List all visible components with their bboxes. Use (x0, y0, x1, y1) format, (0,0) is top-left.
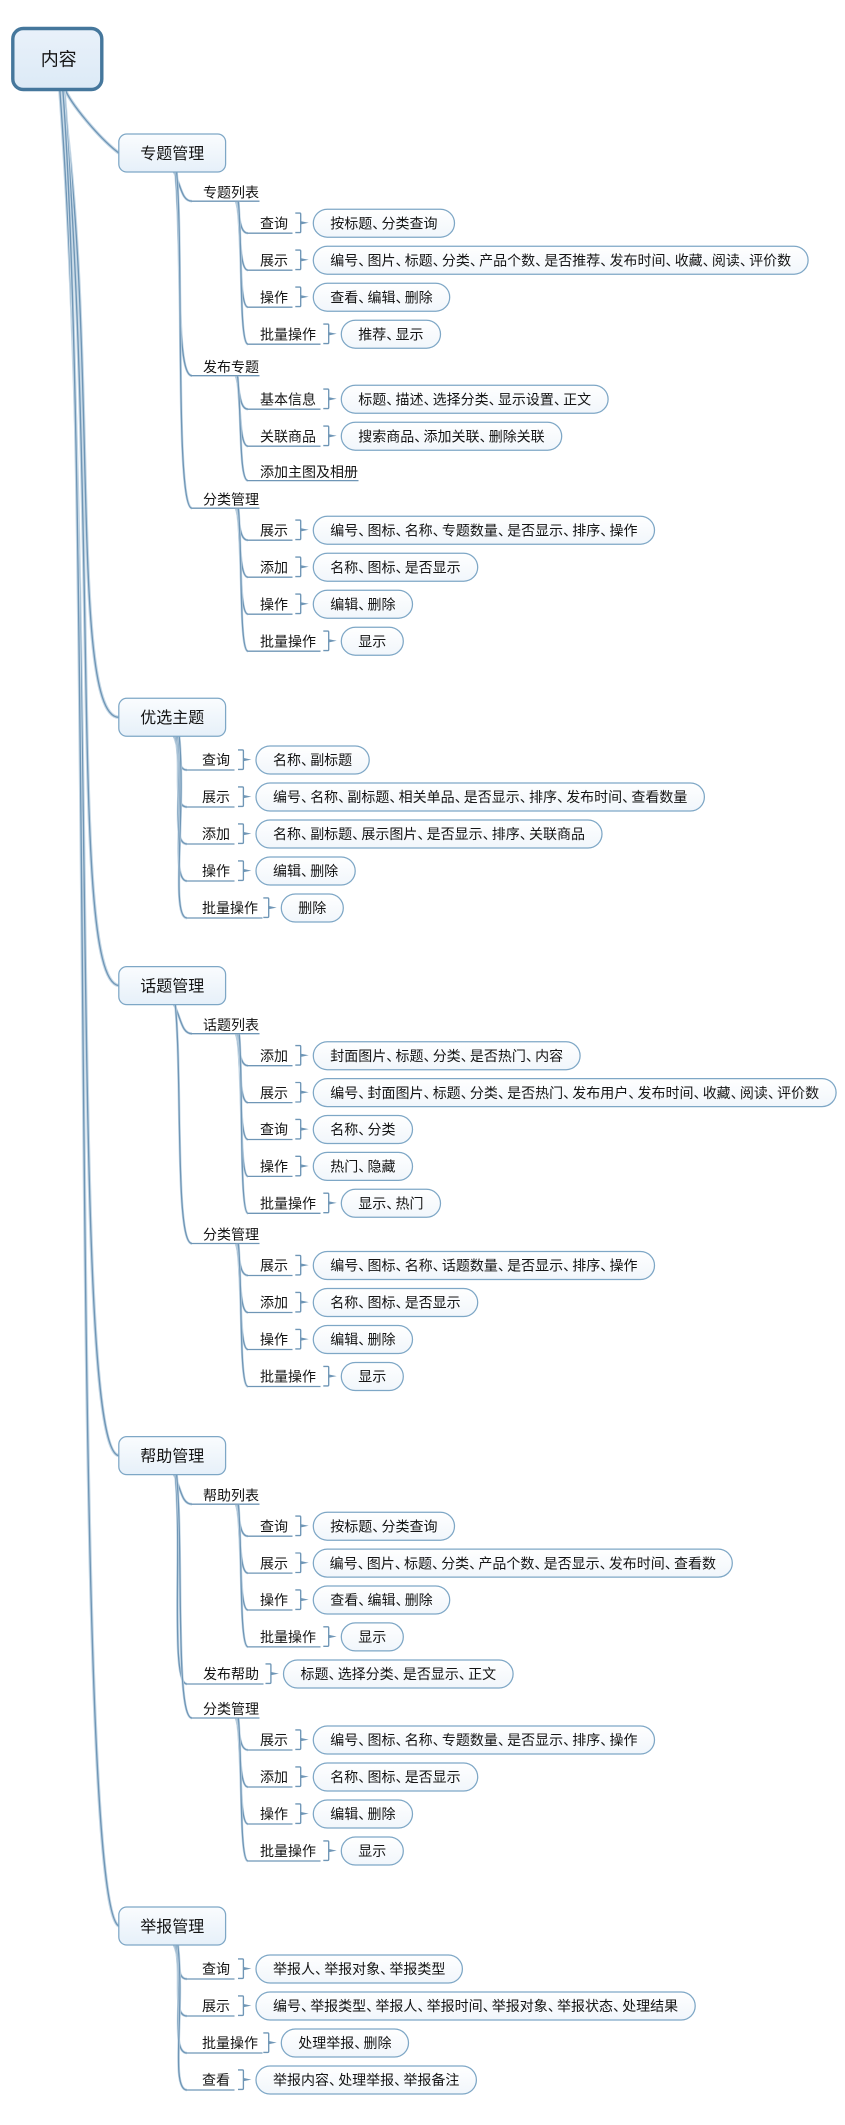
svg-text:查询: 查询 (202, 1961, 230, 1977)
svg-text:删除: 删除 (298, 900, 326, 916)
svg-text:编号、名称、副标题、相关单品、是否显示、排序、发布时间、查看: 编号、名称、副标题、相关单品、是否显示、排序、发布时间、查看数量 (273, 789, 687, 805)
svg-text:名称、图标、是否显示: 名称、图标、是否显示 (330, 1769, 460, 1785)
svg-text:批量操作: 批量操作 (260, 633, 316, 649)
svg-text:展示: 展示 (260, 1732, 288, 1748)
svg-text:名称、副标题: 名称、副标题 (273, 752, 352, 768)
svg-text:编号、图片、标题、分类、产品个数、是否推荐、发布时间、收藏、: 编号、图片、标题、分类、产品个数、是否推荐、发布时间、收藏、阅读、评价数 (330, 252, 791, 268)
svg-text:展示: 展示 (260, 252, 288, 268)
svg-text:展示: 展示 (202, 1998, 230, 2014)
svg-text:添加主图及相册: 添加主图及相册 (260, 464, 358, 480)
svg-text:操作: 操作 (260, 1332, 288, 1348)
svg-text:操作: 操作 (260, 596, 288, 612)
svg-text:操作: 操作 (260, 1592, 288, 1608)
svg-text:查询: 查询 (260, 1518, 288, 1534)
svg-text:查看: 查看 (202, 2072, 230, 2088)
svg-text:添加: 添加 (260, 559, 288, 575)
svg-text:分类管理: 分类管理 (203, 1701, 259, 1717)
svg-text:批量操作: 批量操作 (260, 1196, 316, 1212)
svg-text:搜索商品、添加关联、删除关联: 搜索商品、添加关联、删除关联 (358, 428, 544, 444)
svg-text:发布专题: 发布专题 (203, 359, 259, 375)
svg-text:操作: 操作 (202, 863, 230, 879)
svg-text:添加: 添加 (260, 1295, 288, 1311)
svg-text:编辑、删除: 编辑、删除 (330, 1332, 395, 1348)
svg-text:专题管理: 专题管理 (140, 145, 204, 163)
svg-text:批量操作: 批量操作 (260, 1629, 316, 1645)
svg-text:展示: 展示 (260, 1085, 288, 1101)
svg-text:展示: 展示 (260, 1258, 288, 1274)
svg-text:编号、图标、名称、话题数量、是否显示、排序、操作: 编号、图标、名称、话题数量、是否显示、排序、操作 (330, 1258, 637, 1274)
svg-text:显示、热门: 显示、热门 (358, 1196, 423, 1212)
svg-text:编号、图片、标题、分类、产品个数、是否显示、发布时间、查看数: 编号、图片、标题、分类、产品个数、是否显示、发布时间、查看数 (330, 1555, 716, 1571)
svg-text:添加: 添加 (202, 826, 230, 842)
svg-text:名称、图标、是否显示: 名称、图标、是否显示 (330, 1295, 460, 1311)
svg-text:按标题、分类查询: 按标题、分类查询 (330, 215, 437, 231)
svg-text:基本信息: 基本信息 (260, 391, 316, 407)
svg-text:展示: 展示 (202, 789, 230, 805)
svg-text:内容: 内容 (41, 49, 77, 69)
svg-text:名称、副标题、展示图片、是否显示、排序、关联商品: 名称、副标题、展示图片、是否显示、排序、关联商品 (273, 826, 585, 842)
svg-text:显示: 显示 (358, 633, 386, 649)
svg-text:编辑、删除: 编辑、删除 (330, 1806, 395, 1822)
svg-text:分类管理: 分类管理 (203, 1227, 259, 1243)
svg-text:查询: 查询 (260, 215, 288, 231)
svg-text:举报内容、处理举报、举报备注: 举报内容、处理举报、举报备注 (273, 2072, 459, 2088)
svg-text:专题列表: 专题列表 (203, 184, 259, 200)
svg-text:展示: 展示 (260, 522, 288, 538)
svg-text:帮助管理: 帮助管理 (140, 1447, 204, 1465)
svg-text:添加: 添加 (260, 1048, 288, 1064)
svg-text:显示: 显示 (358, 1843, 386, 1859)
svg-text:名称、图标、是否显示: 名称、图标、是否显示 (330, 559, 460, 575)
svg-text:查看、编辑、删除: 查看、编辑、删除 (330, 289, 432, 305)
svg-text:操作: 操作 (260, 289, 288, 305)
svg-text:操作: 操作 (260, 1159, 288, 1175)
svg-text:热门、隐藏: 热门、隐藏 (330, 1159, 395, 1175)
svg-text:标题、选择分类、是否显示、正文: 标题、选择分类、是否显示、正文 (301, 1666, 497, 1682)
svg-text:编辑、删除: 编辑、删除 (330, 596, 395, 612)
svg-text:查询: 查询 (260, 1122, 288, 1138)
svg-text:查询: 查询 (202, 752, 230, 768)
svg-text:发布帮助: 发布帮助 (203, 1666, 259, 1682)
svg-text:关联商品: 关联商品 (260, 428, 316, 444)
svg-text:批量操作: 批量操作 (202, 900, 258, 916)
svg-text:显示: 显示 (358, 1369, 386, 1385)
svg-text:编辑、删除: 编辑、删除 (273, 863, 338, 879)
svg-text:批量操作: 批量操作 (202, 2035, 258, 2051)
svg-text:显示: 显示 (358, 1629, 386, 1645)
svg-text:编号、图标、名称、专题数量、是否显示、排序、操作: 编号、图标、名称、专题数量、是否显示、排序、操作 (330, 522, 637, 538)
svg-text:标题、描述、选择分类、显示设置、正文: 标题、描述、选择分类、显示设置、正文 (358, 391, 591, 407)
svg-text:编号、封面图片、标题、分类、是否热门、发布用户、发布时间、收: 编号、封面图片、标题、分类、是否热门、发布用户、发布时间、收藏、阅读、评价数 (330, 1085, 819, 1101)
svg-text:批量操作: 批量操作 (260, 1369, 316, 1385)
svg-text:处理举报、删除: 处理举报、删除 (298, 2035, 391, 2051)
svg-text:举报人、举报对象、举报类型: 举报人、举报对象、举报类型 (273, 1961, 445, 1977)
svg-text:展示: 展示 (260, 1555, 288, 1571)
svg-text:批量操作: 批量操作 (260, 326, 316, 342)
svg-text:名称、分类: 名称、分类 (330, 1122, 395, 1138)
svg-text:查看、编辑、删除: 查看、编辑、删除 (330, 1592, 432, 1608)
svg-text:优选主题: 优选主题 (140, 709, 204, 727)
svg-text:话题管理: 话题管理 (140, 977, 204, 995)
svg-text:封面图片、标题、分类、是否热门、内容: 封面图片、标题、分类、是否热门、内容 (330, 1048, 563, 1064)
svg-text:举报管理: 举报管理 (140, 1918, 204, 1936)
svg-text:批量操作: 批量操作 (260, 1843, 316, 1859)
svg-text:话题列表: 话题列表 (203, 1017, 259, 1033)
svg-text:编号、图标、名称、专题数量、是否显示、排序、操作: 编号、图标、名称、专题数量、是否显示、排序、操作 (330, 1732, 637, 1748)
svg-text:按标题、分类查询: 按标题、分类查询 (330, 1518, 437, 1534)
svg-text:推荐、显示: 推荐、显示 (358, 326, 423, 342)
svg-text:分类管理: 分类管理 (203, 491, 259, 507)
svg-text:操作: 操作 (260, 1806, 288, 1822)
svg-text:添加: 添加 (260, 1769, 288, 1785)
svg-text:编号、举报类型、举报人、举报时间、举报对象、举报状态、处理结: 编号、举报类型、举报人、举报时间、举报对象、举报状态、处理结果 (273, 1998, 678, 2014)
svg-text:帮助列表: 帮助列表 (203, 1487, 259, 1503)
